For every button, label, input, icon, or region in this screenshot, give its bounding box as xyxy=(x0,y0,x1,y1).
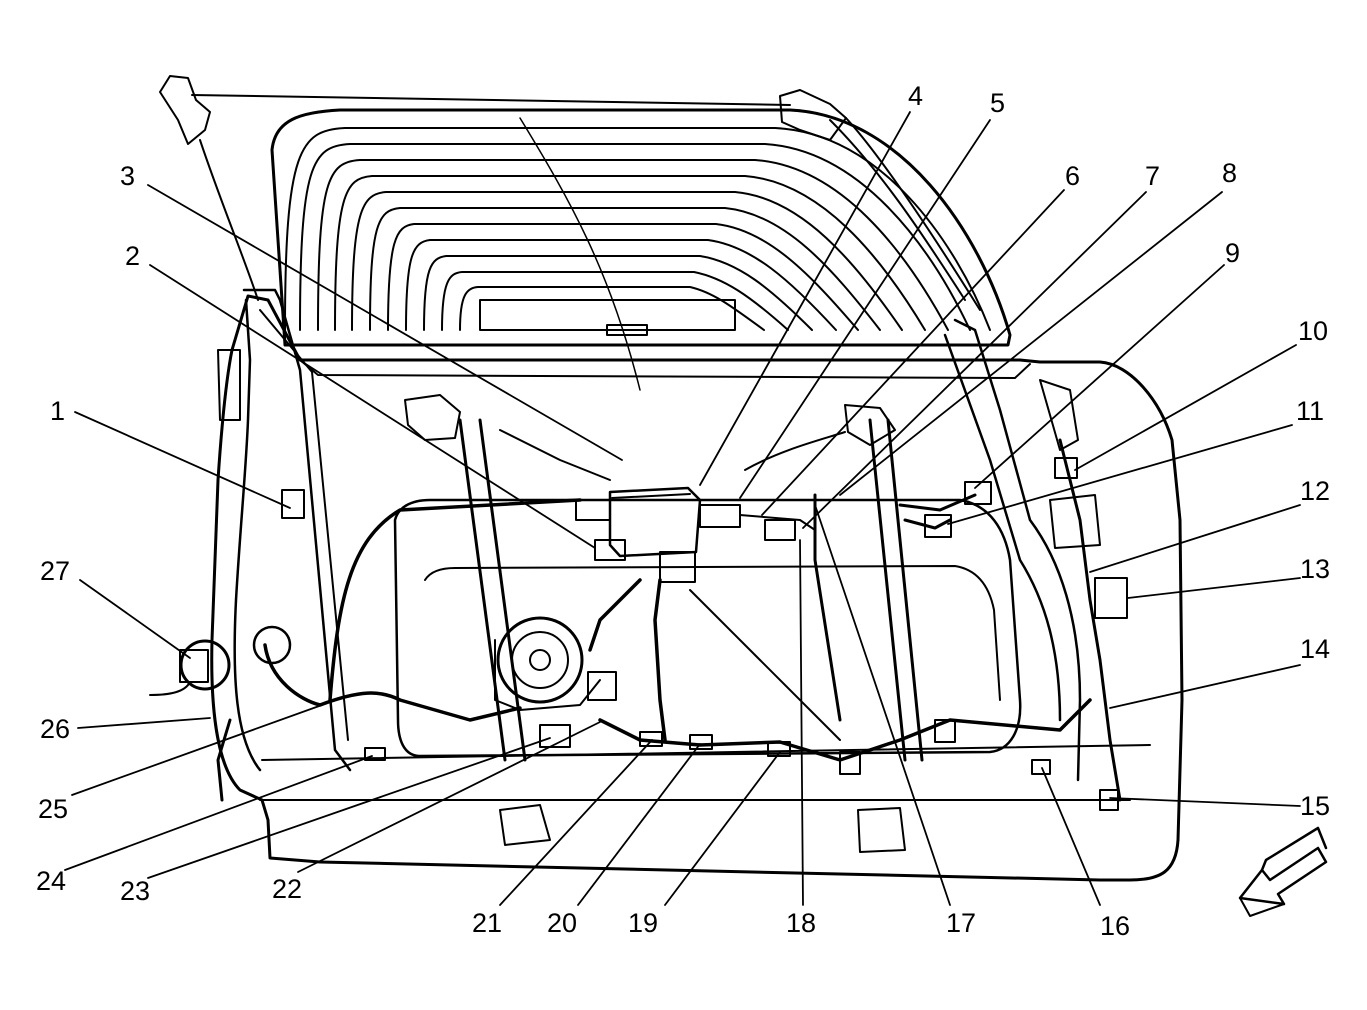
window-regulator-rails xyxy=(404,394,924,853)
callout-23: 23 xyxy=(120,876,150,906)
rear-window-glass xyxy=(270,108,1012,391)
callout-19: 19 xyxy=(628,908,658,938)
callout-4: 4 xyxy=(908,81,923,111)
callout-27: 27 xyxy=(40,556,70,586)
callout-labels: 1 2 3 4 5 6 7 8 9 10 11 12 13 14 15 16 1… xyxy=(36,81,1330,941)
callout-11: 11 xyxy=(1296,396,1324,426)
front-arrow-icon xyxy=(1238,826,1328,917)
callout-25: 25 xyxy=(38,794,68,824)
latch-actuator xyxy=(494,616,617,748)
callout-15: 15 xyxy=(1300,791,1330,821)
right-pillar xyxy=(943,318,1101,782)
callout-20: 20 xyxy=(547,908,577,938)
callout-26: 26 xyxy=(40,714,70,744)
callout-1: 1 xyxy=(50,396,65,426)
wiring-harness xyxy=(216,429,1122,802)
callout-7: 7 xyxy=(1145,161,1160,191)
callout-22: 22 xyxy=(272,874,302,904)
wiper-motor-module xyxy=(575,486,816,583)
callout-10: 10 xyxy=(1298,316,1328,346)
upper-hinges xyxy=(159,75,981,311)
harness-grommet xyxy=(149,625,292,696)
callout-6: 6 xyxy=(1065,161,1080,191)
callout-16: 16 xyxy=(1100,911,1130,941)
liftgate-panel xyxy=(210,294,1184,882)
callout-18: 18 xyxy=(786,908,816,938)
callout-3: 3 xyxy=(120,161,135,191)
callout-5: 5 xyxy=(990,88,1005,118)
inner-opening xyxy=(393,498,1022,758)
left-pillar xyxy=(217,288,352,772)
callout-12: 12 xyxy=(1300,476,1330,506)
leader-lines xyxy=(64,111,1301,906)
callout-21: 21 xyxy=(472,908,502,938)
callout-2: 2 xyxy=(125,241,140,271)
callout-14: 14 xyxy=(1300,634,1330,664)
callout-9: 9 xyxy=(1225,238,1240,268)
callout-17: 17 xyxy=(946,908,976,938)
callout-8: 8 xyxy=(1222,158,1237,188)
callout-13: 13 xyxy=(1300,554,1330,584)
connectors xyxy=(281,457,1128,811)
callout-24: 24 xyxy=(36,866,66,896)
